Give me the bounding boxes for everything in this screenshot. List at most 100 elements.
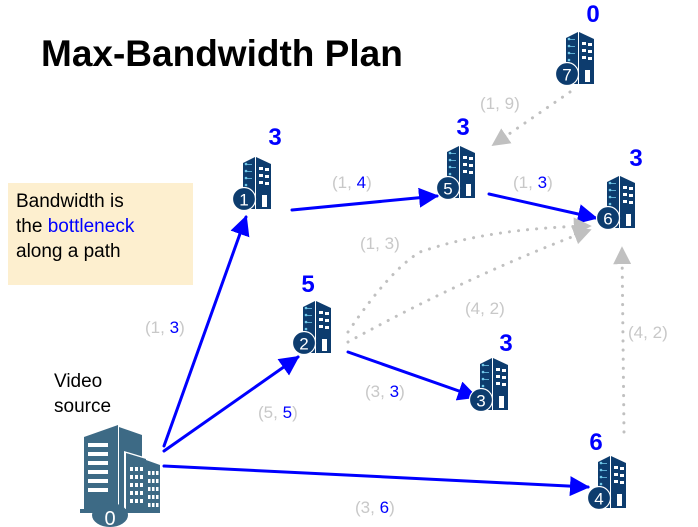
node-1: 1 [231, 156, 272, 212]
node-6-bandwidth-value: 3 [629, 145, 642, 172]
paren-open: ( [513, 173, 519, 192]
edge-cost: 1 [486, 94, 495, 113]
edge-bandwidth: 3 [170, 318, 179, 337]
node-2: 2 [291, 300, 332, 356]
node-3-bandwidth-value: 3 [499, 330, 512, 357]
edge-label-0-4: (3, 6) [355, 498, 395, 517]
node-5-bandwidth-value: 3 [456, 114, 469, 141]
edge-bandwidth: 2 [490, 299, 499, 318]
edge-label-2-6-upper: (1, 3) [360, 234, 400, 253]
source-label-line-2: source [54, 396, 112, 417]
note-line-1: Bandwidth is [16, 191, 124, 212]
edge-bandwidth: 3 [538, 173, 547, 192]
node-4: 4 [586, 455, 627, 511]
edge-bandwidth: 2 [653, 323, 662, 342]
node-3: 3 [468, 357, 509, 413]
separator: , [375, 234, 384, 253]
node-id: 5 [443, 180, 452, 199]
node-5: 5 [435, 145, 476, 201]
edge-cost: 3 [361, 498, 370, 517]
node-id: 6 [603, 210, 612, 229]
paren-open: ( [258, 403, 264, 422]
edge-label-2-6-lower: (4, 2) [465, 299, 505, 318]
edge-label-0-2: (5, 5) [258, 403, 298, 422]
paren-close: ) [547, 173, 553, 192]
edge-bandwidth: 3 [390, 382, 399, 401]
separator: , [370, 498, 379, 517]
diagram-title: Max-Bandwidth Plan [41, 33, 403, 74]
paren-open: ( [332, 173, 338, 192]
edge-cost: 1 [366, 234, 375, 253]
separator: , [347, 173, 356, 192]
paren-close: ) [499, 299, 505, 318]
separator: , [160, 318, 169, 337]
edge-label-1-5: (1, 4) [332, 173, 372, 192]
edge-cost: 1 [519, 173, 528, 192]
paren-close: ) [389, 498, 395, 517]
separator: , [380, 382, 389, 401]
edges-layer [162, 90, 632, 497]
edge-cost: 4 [634, 323, 643, 342]
paren-close: ) [292, 403, 298, 422]
separator: , [273, 403, 282, 422]
edge-4-6 [613, 246, 632, 434]
edge-cost: 1 [151, 318, 160, 337]
edge-0-4 [162, 464, 590, 497]
node-0: 0 [80, 425, 160, 527]
node-7-bandwidth-value: 0 [586, 1, 599, 28]
paren-close: ) [514, 94, 520, 113]
paren-open: ( [365, 382, 371, 401]
edge-0-2 [162, 355, 300, 453]
paren-close: ) [394, 234, 400, 253]
paren-open: ( [355, 498, 361, 517]
edge-bandwidth: 4 [357, 173, 366, 192]
paren-close: ) [366, 173, 372, 192]
edge-0-1 [162, 215, 250, 448]
edge-bandwidth: 5 [283, 403, 292, 422]
edge-2-3 [346, 350, 478, 401]
edge-labels-layer: (1, 3)(5, 5)(3, 6)(1, 4)(1, 3)(3, 3)(1, … [145, 94, 668, 517]
paren-open: ( [480, 94, 486, 113]
node-2-bandwidth-value: 5 [301, 271, 314, 298]
node-id: 3 [476, 392, 485, 411]
edge-label-5-6: (1, 3) [513, 173, 553, 192]
separator: , [643, 323, 652, 342]
paren-close: ) [662, 323, 668, 342]
edge-bandwidth: 3 [385, 234, 394, 253]
edge-bandwidth: 9 [505, 94, 514, 113]
paren-open: ( [465, 299, 471, 318]
node-id: 1 [239, 191, 248, 210]
source-label: Video source [54, 369, 111, 419]
note-line-2: the bottleneck [16, 214, 193, 239]
node-id: 2 [299, 335, 308, 354]
paren-open: ( [145, 318, 151, 337]
node-7: 7 [554, 31, 595, 87]
building-icon [586, 455, 627, 511]
edge-2-6-lower [346, 227, 592, 344]
separator: , [495, 94, 504, 113]
node-6: 6 [595, 175, 636, 231]
note-line-2-prefix: the [16, 216, 48, 237]
building-icon [554, 31, 595, 87]
building-icon [468, 357, 509, 413]
building-icon [231, 156, 272, 212]
edge-label-4-6: (4, 2) [628, 323, 668, 342]
edge-label-0-1: (1, 3) [145, 318, 185, 337]
edge-bandwidth: 6 [380, 498, 389, 517]
node-id: 7 [562, 66, 571, 85]
edge-cost: 5 [264, 403, 273, 422]
edge-cost: 3 [371, 382, 380, 401]
node-id: 0 [104, 508, 115, 527]
edge-cost: 1 [338, 173, 347, 192]
building-icon [291, 300, 332, 356]
edge-2-6-upper [346, 217, 592, 334]
edge-label-2-3: (3, 3) [365, 382, 405, 401]
paren-open: ( [628, 323, 634, 342]
edge-label-7-5: (1, 9) [480, 94, 520, 113]
node-1-bandwidth-value: 3 [268, 124, 281, 151]
node-4-bandwidth-value: 6 [589, 429, 602, 456]
separator: , [528, 173, 537, 192]
node-id: 4 [594, 490, 603, 509]
